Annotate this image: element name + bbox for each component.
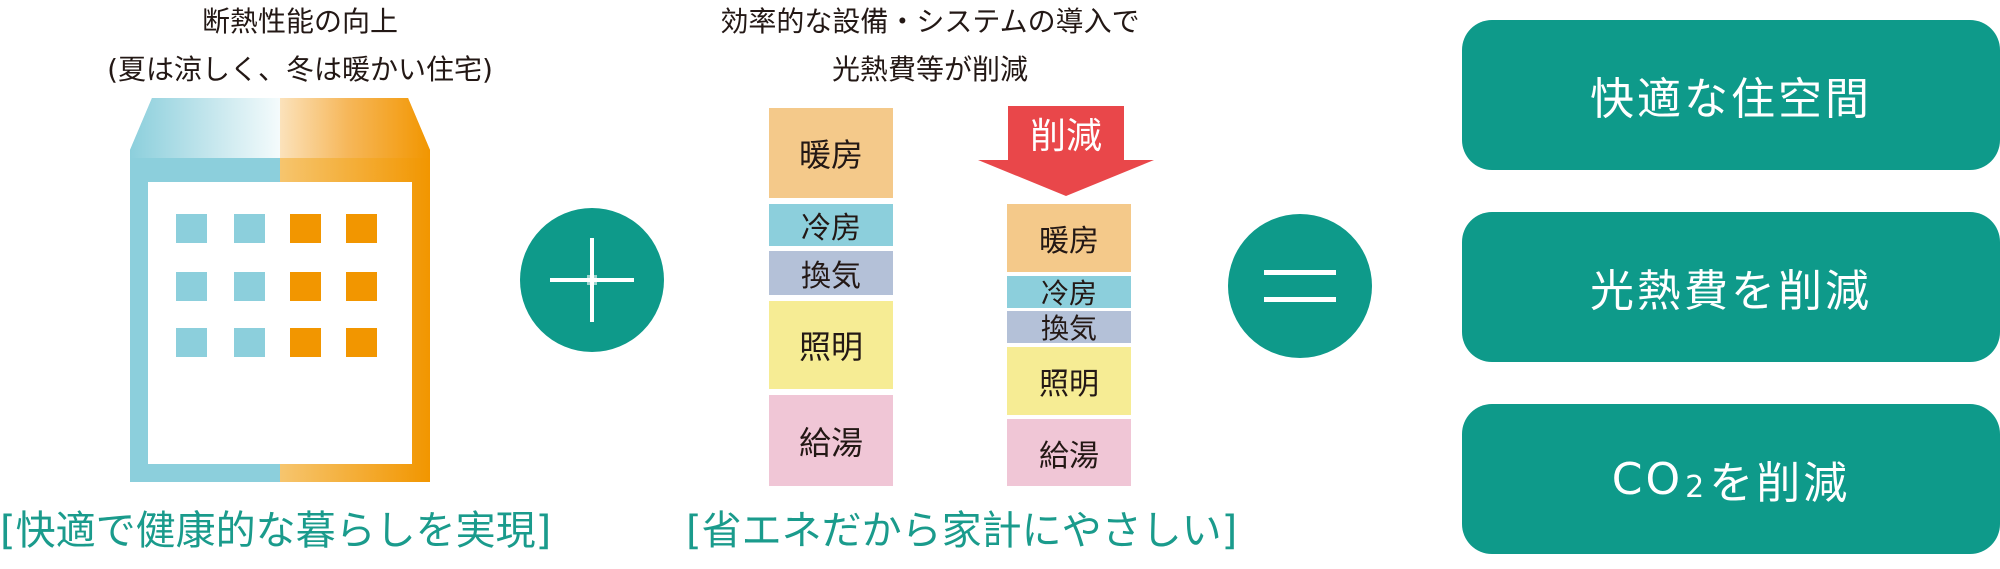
after-ventilation-block: 換気 bbox=[1007, 311, 1131, 345]
result-comfortable-living: 快適な住空間 bbox=[1462, 20, 2000, 170]
reduction-label: 削減 bbox=[1029, 116, 1102, 157]
window-orange bbox=[346, 272, 377, 301]
insulated-house-icon bbox=[130, 98, 430, 482]
window-blue bbox=[176, 328, 207, 357]
window-orange bbox=[346, 214, 377, 243]
before-heating-block: 暖房 bbox=[769, 108, 893, 198]
left-footer: [快適で健康的な暮らしを実現] bbox=[0, 508, 552, 554]
window-orange bbox=[290, 272, 321, 301]
before-cooling-block: 冷房 bbox=[769, 204, 893, 246]
after-heating-block: 暖房 bbox=[1007, 204, 1131, 272]
equals-icon bbox=[1264, 270, 1336, 302]
before-hot-water-block: 給湯 bbox=[769, 395, 893, 486]
window-blue bbox=[234, 328, 265, 357]
middle-caption-line2: 光熱費等が削減 bbox=[831, 53, 1028, 86]
after-cooling-block: 冷房 bbox=[1007, 276, 1131, 310]
window-orange bbox=[290, 214, 321, 243]
window-orange bbox=[290, 328, 321, 357]
result-reduce-utility-costs: 光熱費を削減 bbox=[1462, 212, 2000, 362]
left-caption-line2: (夏は涼しく、冬は暖かい住宅) bbox=[107, 53, 493, 86]
result-label: 快適な住空間 bbox=[1590, 74, 1872, 125]
window-blue bbox=[234, 214, 265, 243]
before-ventilation-block: 換気 bbox=[769, 251, 893, 295]
before-lighting-block: 照明 bbox=[769, 301, 893, 389]
after-lighting-block: 照明 bbox=[1007, 347, 1131, 415]
middle-footer: [省エネだから家計にやさしい] bbox=[686, 508, 1238, 554]
equals-circle bbox=[1228, 214, 1372, 358]
after-hot-water-block: 給湯 bbox=[1007, 419, 1131, 486]
result-label: 光熱費を削減 bbox=[1590, 266, 1872, 317]
left-caption-line1: 断熱性能の向上 bbox=[201, 5, 398, 38]
window-blue bbox=[176, 214, 207, 243]
reduction-arrow-icon bbox=[978, 106, 1154, 196]
result-label-prefix: CO bbox=[1611, 453, 1684, 505]
plus-icon bbox=[550, 238, 634, 322]
window-blue bbox=[234, 272, 265, 301]
middle-caption-line1: 効率的な設備・システムの導入で bbox=[720, 5, 1140, 38]
window-blue bbox=[176, 272, 207, 301]
plus-circle bbox=[520, 208, 664, 352]
result-label-subscript: 2 bbox=[1685, 469, 1708, 505]
window-orange bbox=[346, 328, 377, 357]
result-label-suffix: を削減 bbox=[1709, 458, 1851, 509]
